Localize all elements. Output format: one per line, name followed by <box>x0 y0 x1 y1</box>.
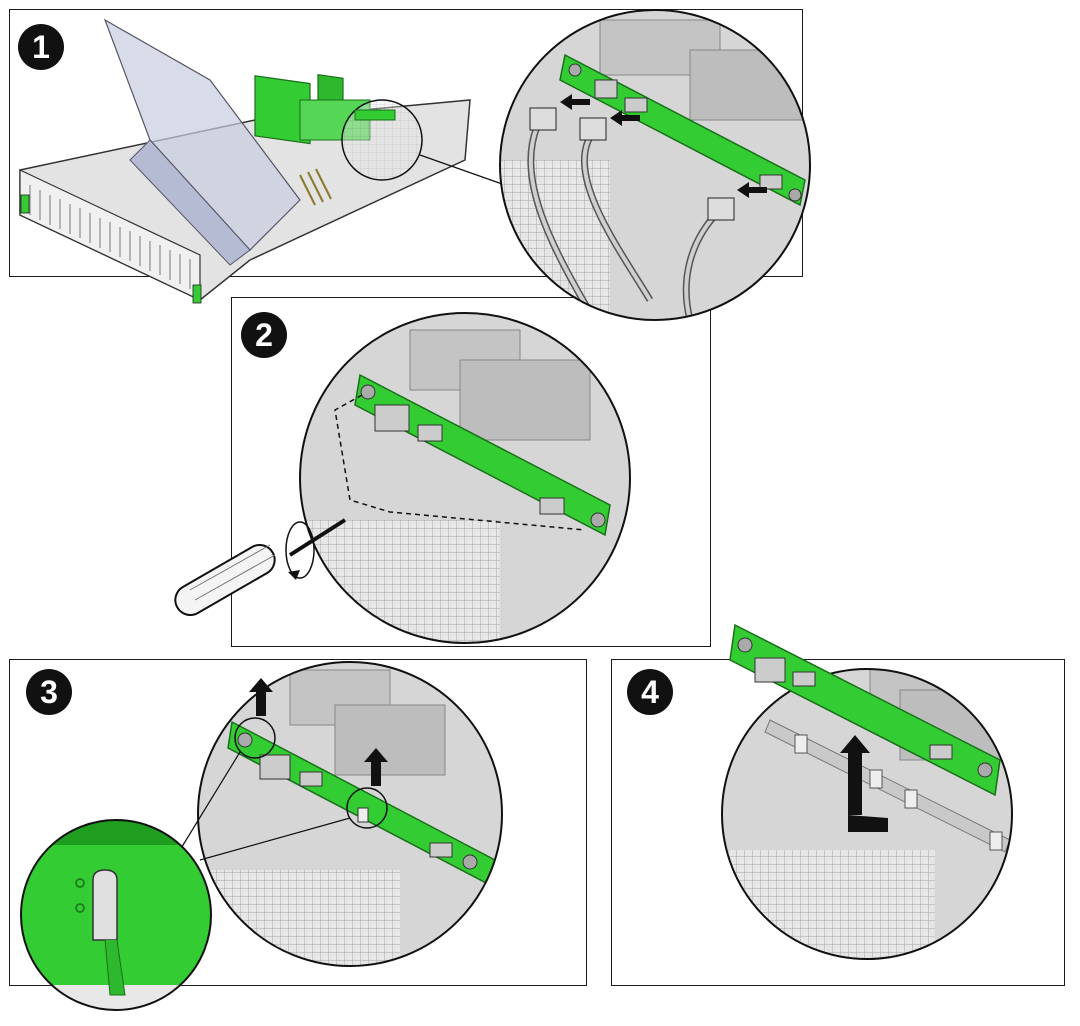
step-3-zoom-view <box>179 661 503 967</box>
screwdriver-icon <box>174 518 347 616</box>
step-3-detail-zoom <box>20 819 212 1011</box>
server-chassis-overview <box>19 18 506 304</box>
step-2-badge: 2 <box>241 312 287 358</box>
disconnect-arrow <box>560 94 767 198</box>
lift-arrow <box>249 678 388 786</box>
step-3-badge: 3 <box>26 669 72 715</box>
step-1-badge: 1 <box>18 24 64 70</box>
step-2-zoom-view <box>299 312 631 644</box>
step-4-badge: 4 <box>627 669 673 715</box>
lift-out-arrow <box>840 735 888 832</box>
step-1-zoom-view <box>499 9 811 321</box>
step-4-zoom-view <box>721 623 1013 960</box>
